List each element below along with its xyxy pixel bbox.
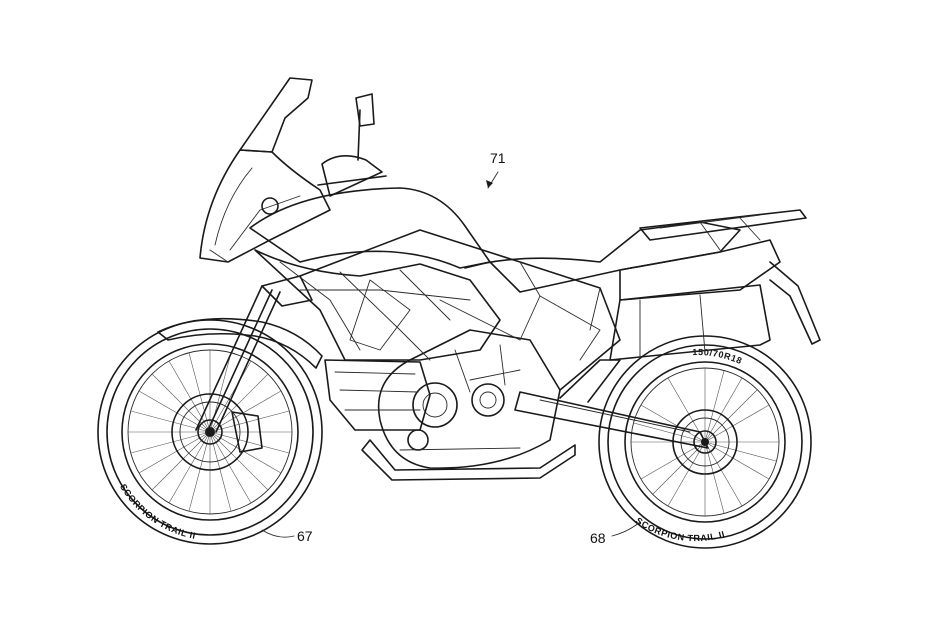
license-bracket bbox=[769, 261, 821, 345]
leader-68 bbox=[611, 521, 641, 537]
rear-spokes bbox=[631, 368, 779, 516]
ref-numeral-68: 68 bbox=[590, 530, 606, 546]
front-fork bbox=[157, 275, 323, 433]
front-caliper bbox=[231, 411, 263, 453]
leader-67 bbox=[261, 529, 295, 538]
rear-hub bbox=[693, 430, 717, 454]
pannier bbox=[609, 284, 771, 361]
front-hub bbox=[197, 419, 223, 445]
windshield bbox=[239, 77, 313, 153]
front-tire-brand: SCORPION TRAIL II bbox=[118, 482, 197, 541]
mirror bbox=[355, 93, 375, 127]
leader-lines bbox=[261, 171, 641, 538]
headlight bbox=[261, 197, 279, 215]
engine-guard bbox=[361, 439, 576, 481]
front-brake-disc bbox=[171, 393, 249, 471]
luggage-rack bbox=[609, 209, 821, 361]
ref-numeral-67: 67 bbox=[297, 528, 313, 544]
frame bbox=[299, 229, 621, 391]
front-fender bbox=[157, 317, 323, 369]
front-wheel: SCORPION TRAIL II bbox=[97, 319, 323, 545]
handlebar bbox=[317, 93, 387, 197]
side-fairing bbox=[254, 249, 501, 361]
bodywork bbox=[249, 187, 501, 431]
rear-brake-disc bbox=[672, 409, 738, 475]
engine bbox=[361, 329, 576, 481]
fuel-tank bbox=[249, 187, 491, 269]
front-fairing bbox=[199, 77, 331, 263]
ref-numeral-71: 71 bbox=[490, 150, 506, 166]
lower-cowl bbox=[324, 359, 431, 431]
